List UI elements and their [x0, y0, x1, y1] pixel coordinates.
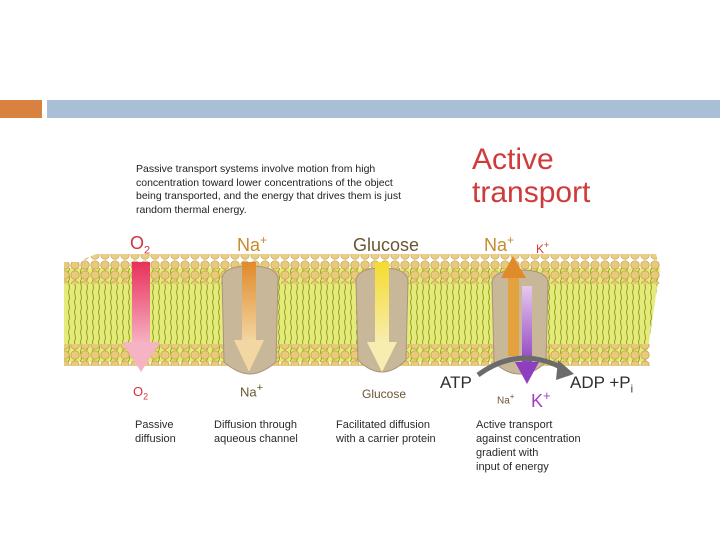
adp-pi-label: ADP +Pi	[570, 373, 634, 396]
caption-passive-diffusion: Passive diffusion	[135, 419, 176, 445]
top-label-na: Na+	[237, 233, 268, 255]
atp-label: ATP	[440, 373, 472, 392]
top-label-glucose: Glucose	[353, 235, 420, 255]
bottom-label-na: Na+	[240, 382, 264, 400]
caption-active-transport: Active transport against concentration g…	[476, 419, 581, 473]
glucose-carrier-arrow	[367, 262, 397, 372]
active-transport-title: Active transport	[472, 143, 590, 209]
bottom-label-glucose: Glucose	[362, 387, 407, 401]
caption-aqueous-channel: Diffusion through aqueous channel	[214, 419, 298, 445]
na-pump-arrow	[501, 256, 526, 356]
o2-diffusion-arrow	[122, 262, 160, 372]
title-line-1: Active	[472, 143, 554, 176]
na-channel-arrow	[234, 262, 264, 372]
title-line-2: transport	[472, 176, 591, 209]
top-label-na-pump: Na+	[484, 233, 515, 255]
caption-facilitated-diffusion: Facilitated diffusion with a carrier pro…	[336, 419, 436, 445]
bottom-label-k: K+	[531, 388, 551, 411]
slide-accent-bar	[0, 100, 42, 118]
bottom-label-na-pump: Na+	[497, 392, 515, 407]
k-pump-arrow	[515, 286, 539, 384]
slide-header-bar	[47, 100, 720, 118]
atp-adp-curved-arrow	[476, 355, 574, 380]
top-label-k: K+	[536, 240, 550, 256]
top-label-o2: O2	[130, 233, 151, 257]
bottom-label-o2: O2	[133, 384, 149, 402]
intro-text: Passive transport systems involve motion…	[136, 163, 401, 216]
